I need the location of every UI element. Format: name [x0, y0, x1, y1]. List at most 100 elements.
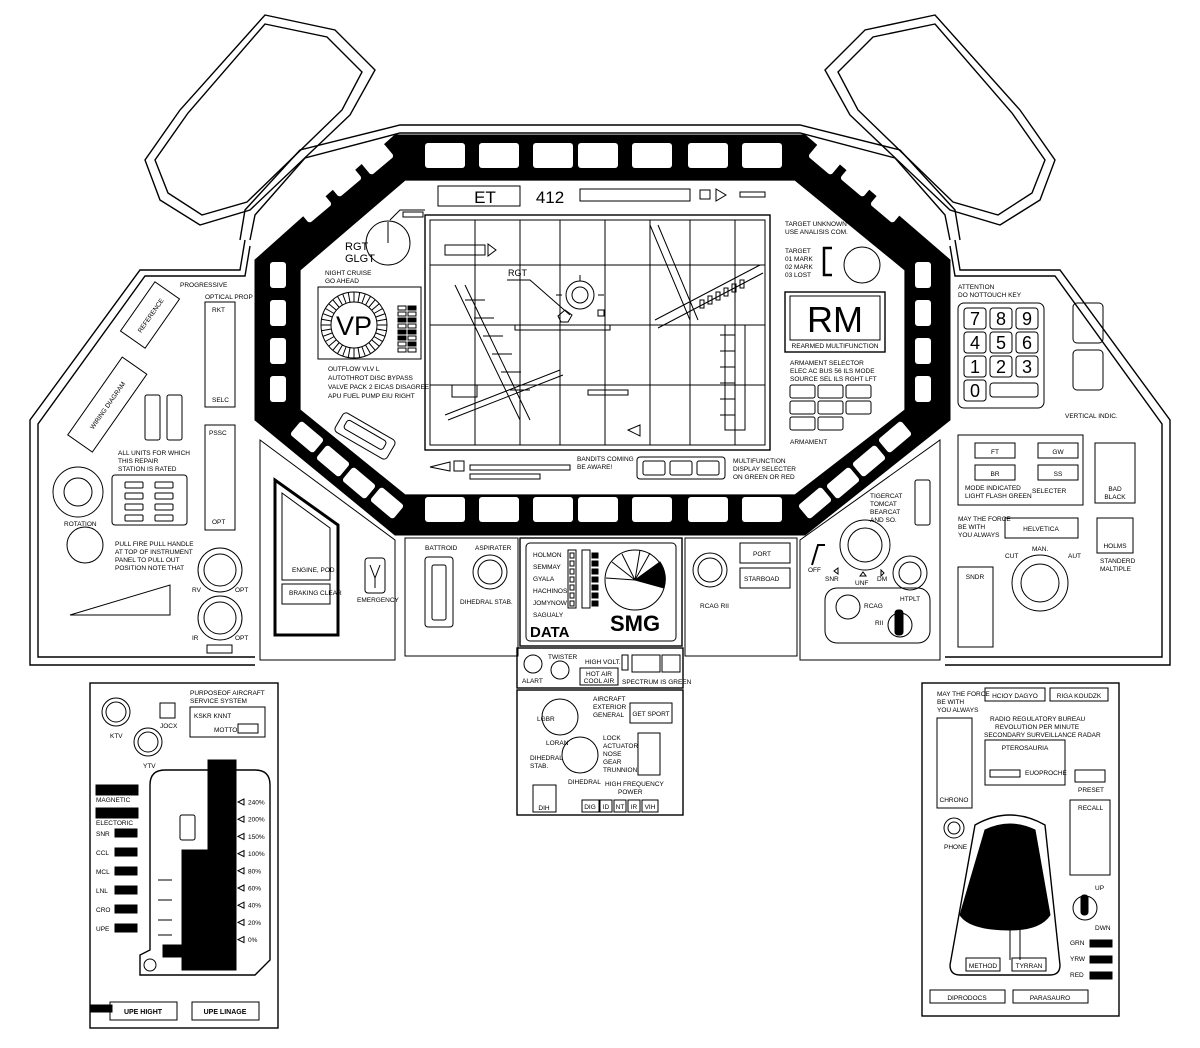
- left-row-label-cro: CRO: [96, 907, 110, 914]
- svg-text:PHONE: PHONE: [944, 844, 968, 851]
- svg-text:DATA: DATA: [530, 624, 570, 641]
- svg-text:BLACK: BLACK: [1104, 494, 1126, 501]
- keypad-key-6[interactable]: 6: [1015, 331, 1039, 354]
- svg-text:SERVICE SYSTEM: SERVICE SYSTEM: [190, 698, 247, 705]
- svg-text:YOU ALWAYS: YOU ALWAYS: [937, 707, 979, 714]
- svg-text:BE WITH: BE WITH: [937, 699, 964, 706]
- gauge-scale-label: 60%: [248, 886, 261, 893]
- svg-text:03 LOST: 03 LOST: [785, 272, 811, 279]
- keypad-key-4[interactable]: 4: [963, 331, 987, 354]
- svg-text:LORAN: LORAN: [546, 740, 569, 747]
- svg-text:ACTUATOR: ACTUATOR: [603, 743, 638, 750]
- svg-text:ELEC AC BUS 56 ILS MODE: ELEC AC BUS 56 ILS MODE: [790, 368, 875, 375]
- svg-text:SOURCE SEL ILS RGHT LFT: SOURCE SEL ILS RGHT LFT: [790, 376, 877, 383]
- data-panel: HOLMON SEMMAY GYALA HACHINOS JOMYNOW SAG…: [519, 537, 683, 647]
- keypad-key-1[interactable]: 1: [963, 355, 987, 378]
- svg-text:SAGUALY: SAGUALY: [533, 612, 564, 619]
- svg-text:412: 412: [536, 188, 564, 207]
- svg-text:RCAG: RCAG: [864, 603, 883, 610]
- svg-text:HOT AIR: HOT AIR: [586, 671, 612, 678]
- svg-text:MALTIPLE: MALTIPLE: [1100, 566, 1132, 573]
- svg-text:METHOD: METHOD: [969, 963, 997, 970]
- svg-text:PARASAURO: PARASAURO: [1030, 995, 1070, 1002]
- frame-buttons-left[interactable]: [270, 142, 404, 519]
- svg-text:RIGA KOUDZK: RIGA KOUDZK: [1057, 693, 1102, 700]
- svg-text:RM: RM: [807, 299, 863, 340]
- keypad-key-7[interactable]: 7: [963, 307, 987, 330]
- cockpit-outline: [29, 239, 1171, 666]
- svg-text:KTV: KTV: [110, 733, 123, 740]
- svg-text:VALVE PACK 2 EICAS DISAGREE: VALVE PACK 2 EICAS DISAGREE: [328, 384, 430, 391]
- left-lower-box: KTV YTV JOCX PURPOSEOF AIRCRAFT SERVICE …: [89, 682, 279, 1029]
- svg-text:ALL UNITS FOR WHICH: ALL UNITS FOR WHICH: [118, 450, 190, 457]
- svg-text:UNF: UNF: [855, 580, 868, 587]
- svg-text:COOL AIR: COOL AIR: [584, 678, 615, 685]
- svg-text:POWER: POWER: [618, 789, 643, 796]
- svg-text:AND SO.: AND SO.: [870, 517, 897, 524]
- left-row-label-upe: UPE: [96, 926, 110, 933]
- svg-text:TOMCAT: TOMCAT: [870, 501, 897, 508]
- keypad-key-8[interactable]: 8: [989, 307, 1013, 330]
- svg-text:BATTROID: BATTROID: [425, 545, 458, 552]
- svg-text:RGT: RGT: [508, 268, 528, 278]
- svg-text:OFF: OFF: [808, 567, 821, 574]
- svg-text:IR: IR: [192, 635, 199, 642]
- svg-text:5: 5: [996, 333, 1006, 353]
- svg-text:SPECTRUM IS GREEN: SPECTRUM IS GREEN: [622, 679, 692, 686]
- svg-text:OPT: OPT: [235, 587, 248, 594]
- svg-text:UPE HIGHT: UPE HIGHT: [124, 1009, 163, 1016]
- gauge-scale-label: 0%: [248, 937, 258, 944]
- svg-text:MODE INDICATED: MODE INDICATED: [965, 485, 1021, 492]
- frame-buttons-top[interactable]: [425, 143, 782, 168]
- svg-text:RECALL: RECALL: [1078, 805, 1104, 812]
- svg-text:HOLMS: HOLMS: [1103, 543, 1127, 550]
- svg-text:PTEROSAURIA: PTEROSAURIA: [1002, 745, 1049, 752]
- keypad-key-2[interactable]: 2: [989, 355, 1013, 378]
- svg-text:TYRRAN: TYRRAN: [1016, 963, 1043, 970]
- svg-text:4: 4: [970, 333, 980, 353]
- svg-text:DIH: DIH: [538, 805, 550, 812]
- svg-text:TWISTER: TWISTER: [548, 654, 578, 661]
- svg-text:VP: VP: [336, 311, 372, 341]
- svg-text:JOMYNOW: JOMYNOW: [533, 600, 568, 607]
- keypad-key-9[interactable]: 9: [1015, 307, 1039, 330]
- svg-text:BE AWARE!: BE AWARE!: [577, 464, 612, 471]
- svg-text:RV: RV: [192, 587, 202, 594]
- svg-text:HIGH FREQUENCY: HIGH FREQUENCY: [605, 781, 665, 788]
- svg-text:ID: ID: [603, 804, 610, 811]
- keypad-key-5[interactable]: 5: [989, 331, 1013, 354]
- gauge-scale-label: 100%: [248, 851, 265, 858]
- svg-text:6: 6: [1022, 333, 1032, 353]
- lower-right-panel: RCAG RII PORT STARBOAD TIGERCAT TOMCAT B…: [684, 439, 941, 661]
- svg-text:NOSE: NOSE: [603, 751, 622, 758]
- svg-text:GW: GW: [1052, 449, 1064, 456]
- svg-text:GET SPORT: GET SPORT: [632, 711, 669, 718]
- svg-text:OPTICAL PROP: OPTICAL PROP: [205, 294, 253, 301]
- gauge-scale-label: 40%: [248, 903, 261, 910]
- svg-text:SS: SS: [1054, 471, 1063, 478]
- svg-text:HOLMON: HOLMON: [533, 552, 562, 559]
- right-lower-box: MAY THE FORCE BE WITH YOU ALWAYS HCIOY D…: [921, 682, 1120, 1017]
- svg-text:BEARCAT: BEARCAT: [870, 509, 900, 516]
- svg-text:EUOPROCHE: EUOPROCHE: [1025, 770, 1068, 777]
- gauge-scale-label: 240%: [248, 800, 265, 807]
- svg-text:TIGERCAT: TIGERCAT: [870, 493, 902, 500]
- right-screen: TARGET UNKNOWN USE ANALISIS COM. TARGET …: [784, 221, 886, 446]
- svg-text:SNDR: SNDR: [966, 574, 985, 581]
- frame-buttons-right[interactable]: [798, 142, 931, 519]
- frame-buttons-bottom[interactable]: [425, 497, 782, 522]
- keypad-key-3[interactable]: 3: [1015, 355, 1039, 378]
- svg-text:LGBR: LGBR: [537, 716, 555, 723]
- center-lower-panel: ALART TWISTER HIGH VOLT. HOT AIR COOL AI…: [516, 647, 692, 816]
- svg-text:UPE LINAGE: UPE LINAGE: [204, 1009, 247, 1016]
- svg-text:BE WITH: BE WITH: [958, 524, 985, 531]
- svg-text:UP: UP: [1095, 885, 1104, 892]
- keypad-key-0[interactable]: 0: [963, 379, 987, 402]
- svg-text:PANEL TO PULL OUT: PANEL TO PULL OUT: [115, 557, 180, 564]
- svg-text:OUTFLOW VLV L: OUTFLOW VLV L: [328, 366, 380, 373]
- svg-text:2: 2: [996, 357, 1006, 377]
- svg-text:THIS REPAIR: THIS REPAIR: [118, 458, 159, 465]
- svg-text:ALART: ALART: [522, 678, 543, 685]
- svg-text:VIH: VIH: [645, 804, 656, 811]
